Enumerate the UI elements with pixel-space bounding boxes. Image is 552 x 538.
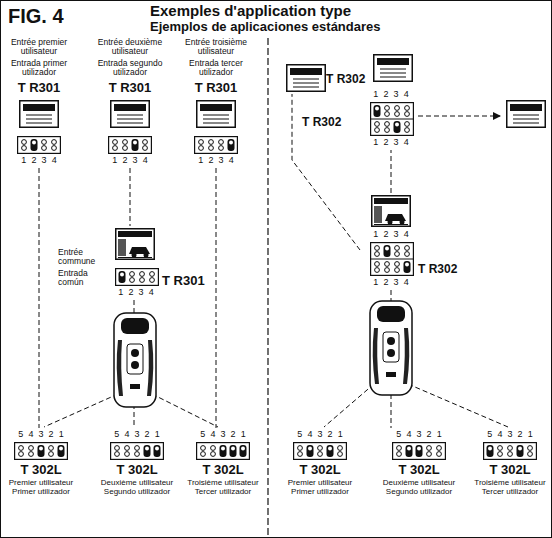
model-name: T R301 bbox=[94, 81, 166, 95]
model-name: T R302 bbox=[326, 73, 376, 86]
user-label: Deuxième utilisateur bbox=[380, 479, 458, 488]
switch-numbers: 1 2 3 4 bbox=[370, 138, 412, 148]
dashed-link bbox=[391, 150, 392, 193]
switch-numbers: 1 2 3 4 bbox=[3, 156, 75, 166]
receiver-group: T R302 bbox=[286, 64, 378, 92]
transmitter-group: 5 4 3 2 1 T 302L Troisième utilisateurTerc… bbox=[184, 430, 262, 497]
model-name: T 302L bbox=[3, 463, 79, 477]
figure-number: FIG. 4 bbox=[8, 5, 64, 27]
switch-numbers: 1 2 3 4 bbox=[370, 90, 412, 100]
user-label: Premier utilisateur bbox=[3, 479, 79, 488]
model-name: T R302 bbox=[418, 263, 472, 276]
model-name: T R301 bbox=[180, 81, 252, 95]
entry-heading: Entrada segundo utilizador bbox=[94, 59, 166, 78]
dip-switch-block bbox=[392, 442, 446, 460]
dip-switch-block bbox=[370, 102, 414, 136]
user-label: Premier utilisateur bbox=[282, 479, 358, 488]
user-label: Troisième utilisateur bbox=[184, 479, 262, 488]
user-label: Primer utilizador bbox=[3, 488, 79, 497]
door-icon bbox=[110, 100, 150, 128]
entry-heading: Entrée commune bbox=[58, 248, 113, 267]
receiver-group: Entrée troisième utilisateurEntrada terc… bbox=[180, 38, 252, 166]
dip-switch-block bbox=[370, 242, 414, 276]
remote-control bbox=[370, 301, 412, 395]
user-label: Segundo utilizador bbox=[98, 488, 176, 497]
user-label: Primer utilizador bbox=[282, 488, 358, 497]
transmitter-group: 5 4 3 2 1 T 302L Premier utilisateurPrimer… bbox=[3, 430, 79, 497]
switch-numbers: 1 2 3 4 bbox=[370, 278, 412, 288]
garage-icon bbox=[115, 228, 155, 260]
entry-heading: Entrée troisième utilisateur bbox=[180, 38, 252, 57]
model-name: T 302L bbox=[98, 463, 176, 477]
door-icon bbox=[19, 100, 59, 128]
door-icon bbox=[507, 101, 546, 128]
switch-numbers: 5 4 3 2 1 bbox=[282, 430, 358, 440]
switch-numbers: 5 4 3 2 1 bbox=[98, 430, 176, 440]
entry-heading: Entrada primer utilizador bbox=[3, 59, 75, 78]
dip-switch-block bbox=[293, 442, 347, 460]
remote-control bbox=[114, 313, 156, 407]
model-name: T 302L bbox=[380, 463, 458, 477]
entry-heading: Entrée premier utilisateur bbox=[3, 38, 75, 57]
user-label: Tercer utilizador bbox=[184, 488, 262, 497]
model-name: T R301 bbox=[162, 274, 208, 288]
receiver-group: 1 2 3 4 1 2 3 4 T R302 bbox=[362, 195, 472, 288]
receiver-group: Entrée premier utilisateurEntrada primer… bbox=[3, 38, 75, 166]
figure-title: Exemples d'application type bbox=[150, 3, 351, 20]
dashed-link bbox=[216, 168, 217, 428]
model-name: T R301 bbox=[3, 81, 75, 95]
entry-heading: Entrada tercer utilizador bbox=[180, 59, 252, 78]
receiver-group: Entrée deuxième utilisateurEntrada segun… bbox=[94, 38, 166, 166]
transmitter-group: 5 4 3 2 1 T 302L Premier utilisateurPrimer… bbox=[282, 430, 358, 497]
user-label: Troisième utilisateur bbox=[473, 479, 547, 488]
model-name: T R302 bbox=[302, 116, 362, 129]
entry-heading: Entrada común bbox=[58, 269, 113, 288]
model-name: T 302L bbox=[473, 463, 547, 477]
dip-switch-block bbox=[115, 268, 159, 286]
model-name: T 302L bbox=[282, 463, 358, 477]
entry-heading: Entrée deuxième utilisateur bbox=[94, 38, 166, 57]
user-label: Deuxième utilisateur bbox=[98, 479, 176, 488]
switch-numbers: 5 4 3 2 1 bbox=[380, 430, 458, 440]
garage-icon bbox=[371, 195, 411, 227]
dip-switch-block bbox=[17, 136, 61, 154]
fan-lines bbox=[44, 116, 508, 427]
dip-switch-block bbox=[108, 136, 152, 154]
door-icon bbox=[373, 54, 413, 82]
switch-numbers: 5 4 3 2 1 bbox=[3, 430, 79, 440]
dip-switch-block bbox=[14, 442, 68, 460]
model-name: T 302L bbox=[184, 463, 262, 477]
transmitter-group: 5 4 3 2 1 T 302L Deuxième utilisateurSegun… bbox=[98, 430, 176, 497]
dip-switch-block bbox=[196, 442, 250, 460]
switch-numbers: 5 4 3 2 1 bbox=[473, 430, 547, 440]
switch-numbers: 1 2 3 4 bbox=[94, 156, 166, 166]
dip-switch-block bbox=[483, 442, 537, 460]
switch-numbers: 1 2 3 4 bbox=[180, 156, 252, 166]
switch-numbers: 1 2 3 4 bbox=[115, 288, 157, 298]
transmitter-group: 5 4 3 2 1 T 302L Troisième utilisateurTerc… bbox=[473, 430, 547, 497]
dashed-link bbox=[39, 168, 40, 428]
figure-subtitle: Ejemplos de aplicaciones estándares bbox=[150, 20, 381, 34]
divider-line bbox=[267, 38, 268, 537]
door-icon bbox=[196, 100, 236, 128]
dashed-link bbox=[130, 168, 131, 226]
receiver-group: Entrée communeEntrada común1 2 3 4 T R301 bbox=[58, 228, 208, 298]
door-icon bbox=[286, 64, 326, 92]
dip-switch-block bbox=[110, 442, 164, 460]
switch-numbers: 5 4 3 2 1 bbox=[184, 430, 262, 440]
user-label: Tercer utilizador bbox=[473, 488, 547, 497]
switch-numbers: 1 2 3 4 bbox=[370, 230, 412, 240]
dip-switch-block bbox=[194, 136, 238, 154]
transmitter-group: 5 4 3 2 1 T 302L Deuxième utilisateurSegun… bbox=[380, 430, 458, 497]
user-label: Segundo utilizador bbox=[380, 488, 458, 497]
